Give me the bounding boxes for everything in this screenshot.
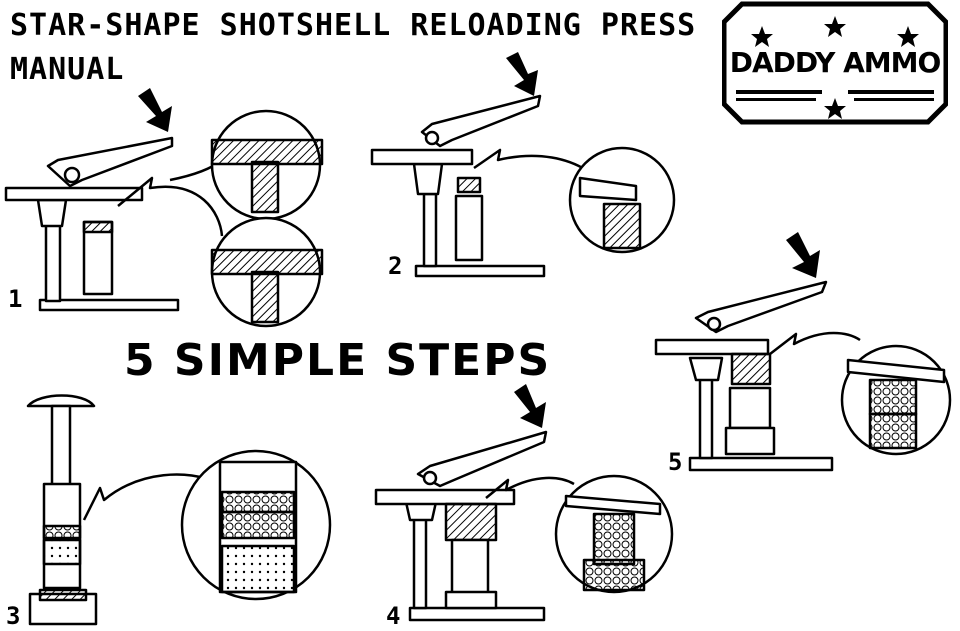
- step-number-2: 2: [388, 252, 403, 280]
- arrow-down-icon: [514, 384, 546, 428]
- step-2-press: [370, 94, 546, 278]
- step-3-press: [26, 394, 98, 626]
- page-title: STAR-SHAPE SHOTSHELL RELOADING PRESS MAN…: [10, 4, 710, 92]
- magnifier-callout-icon: [485, 474, 674, 594]
- magnifier-callout-icon: [117, 109, 324, 328]
- magnifier-callout-icon: [82, 449, 332, 601]
- title-line-1: STAR-SHAPE SHOTSHELL RELOADING PRESS: [10, 8, 697, 43]
- step-5-press: [654, 280, 834, 472]
- steps-heading: 5 SIMPLE STEPS: [124, 335, 552, 386]
- brand-logo: DADDY AMMO: [721, 0, 949, 132]
- step-number-1: 1: [8, 285, 23, 313]
- arrow-down-icon: [786, 232, 820, 278]
- step-4-press: [374, 430, 548, 622]
- title-line-2: MANUAL: [10, 52, 125, 87]
- arrow-down-icon: [138, 88, 172, 132]
- magnifier-callout-icon: [769, 331, 952, 456]
- step-1-press: [4, 136, 180, 312]
- star-icon: [751, 16, 919, 119]
- step-number-3: 3: [6, 602, 21, 630]
- magnifier-callout-icon: [473, 146, 676, 254]
- step-number-4: 4: [386, 602, 401, 630]
- step-number-5: 5: [668, 448, 683, 476]
- arrow-down-icon: [506, 52, 538, 96]
- brand-name: DADDY AMMO: [729, 46, 942, 79]
